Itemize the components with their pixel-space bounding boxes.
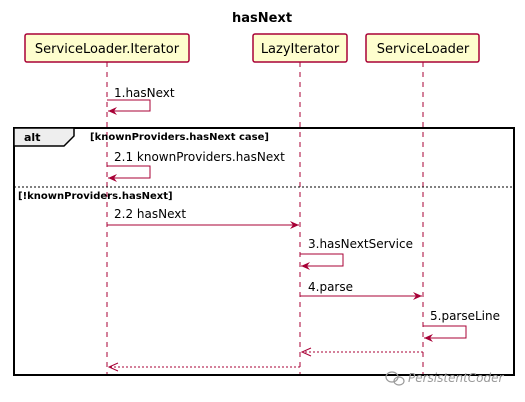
message-3-has-next-service: 3.hasNextService — [300, 237, 413, 270]
participant-service-loader-iterator: ServiceLoader.Iterator — [24, 33, 190, 63]
alt-keyword: alt — [24, 131, 40, 144]
alt-guard-2: [!knownProviders.hasNext] — [18, 191, 173, 202]
message-2-2-has-next: 2.2 hasNext — [107, 207, 299, 229]
participant-label: LazyIterator — [261, 42, 340, 57]
participant-service-loader: ServiceLoader — [365, 33, 480, 63]
message-label: 2.1 knownProviders.hasNext — [114, 150, 285, 164]
diagram-title: hasNext — [232, 11, 292, 26]
return-to-lazy-iterator — [300, 347, 423, 357]
message-2-1-known-providers-has-next: 2.1 knownProviders.hasNext — [107, 150, 285, 182]
participant-label: ServiceLoader.Iterator — [35, 42, 180, 57]
message-4-parse: 4.parse — [300, 280, 422, 300]
message-1-has-next: 1.hasNext — [107, 86, 175, 115]
alt-frame: alt [knownProviders.hasNext case] [!know… — [13, 127, 515, 376]
alt-guard-1: [knownProviders.hasNext case] — [90, 132, 269, 143]
message-label: 4.parse — [308, 280, 353, 294]
watermark: PersistentCoder — [385, 371, 505, 386]
message-label: 5.parseLine — [430, 309, 500, 323]
message-5-parse-line: 5.parseLine — [423, 309, 500, 342]
message-label: 3.hasNextService — [308, 237, 413, 251]
participant-lazy-iterator: LazyIterator — [252, 33, 348, 63]
wechat-icon — [385, 371, 405, 386]
message-label: 1.hasNext — [114, 86, 175, 100]
return-to-service-loader-iterator — [107, 362, 300, 372]
watermark-text: PersistentCoder — [408, 371, 505, 385]
participant-label: ServiceLoader — [377, 42, 470, 57]
message-label: 2.2 hasNext — [114, 207, 186, 221]
